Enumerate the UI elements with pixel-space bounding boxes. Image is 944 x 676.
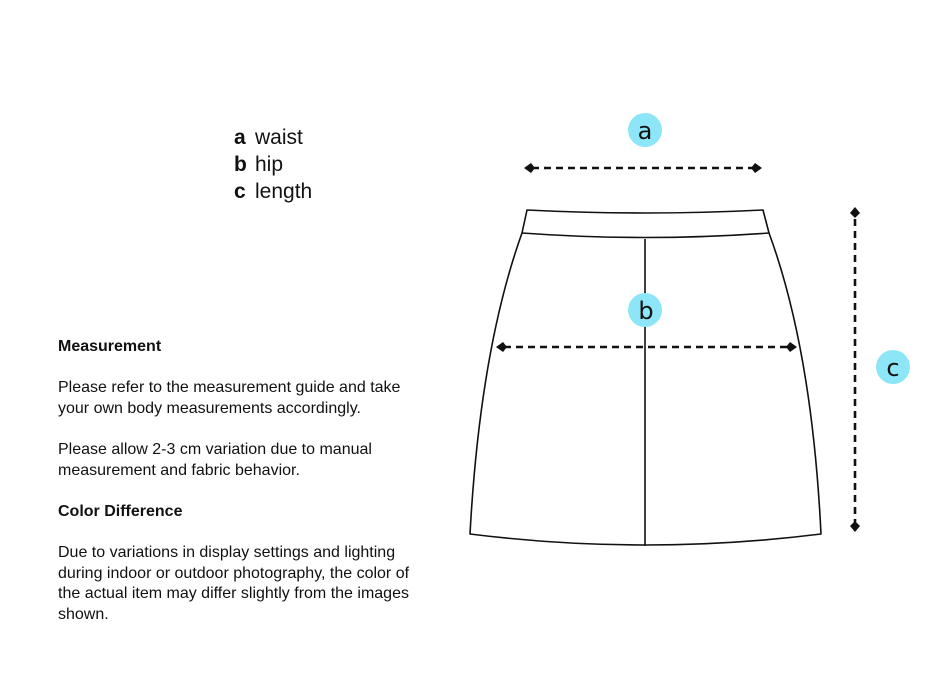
- legend-key: b: [234, 153, 247, 176]
- waist-measure-arrow: [524, 163, 762, 173]
- measurement-paragraph-1: Please refer to the measurement guide an…: [58, 379, 401, 417]
- legend-item-length: c length: [234, 178, 312, 205]
- badge-a-label: a: [638, 117, 653, 145]
- color-difference-paragraph: Due to variations in display settings an…: [58, 543, 410, 623]
- arrowhead-down-icon: [850, 521, 860, 532]
- measurement-heading: Measurement: [58, 338, 162, 355]
- arrowhead-right-icon: [786, 342, 797, 352]
- length-measure-arrow: [850, 207, 860, 532]
- legend-item-hip: b hip: [234, 151, 312, 178]
- legend-label: waist: [255, 126, 303, 149]
- badge-c-label: c: [886, 354, 899, 382]
- waistband: [521, 209, 770, 239]
- measurement-paragraph-2: Please allow 2-3 cm variation due to man…: [58, 440, 372, 479]
- badge-a: a: [628, 113, 662, 147]
- color-difference-heading: Color Difference: [58, 502, 183, 520]
- arrowhead-left-icon: [524, 163, 535, 173]
- skirt-outline: [469, 209, 822, 546]
- badge-b-label: b: [638, 297, 653, 325]
- legend-key: c: [234, 180, 246, 203]
- legend-key: a: [234, 126, 246, 149]
- badge-c: c: [876, 350, 910, 384]
- arrowhead-up-icon: [850, 207, 860, 218]
- legend-item-waist: a waist: [234, 124, 312, 151]
- badge-b: b: [628, 293, 662, 327]
- arrowhead-right-icon: [751, 163, 762, 173]
- arrowhead-left-icon: [496, 342, 507, 352]
- hip-measure-arrow: [496, 342, 797, 352]
- measurement-legend: a waist b hip c length: [234, 124, 312, 205]
- legend-label: length: [255, 180, 313, 203]
- legend-label: hip: [255, 153, 284, 176]
- info-section: Measurement Please refer to the measurem…: [58, 337, 418, 625]
